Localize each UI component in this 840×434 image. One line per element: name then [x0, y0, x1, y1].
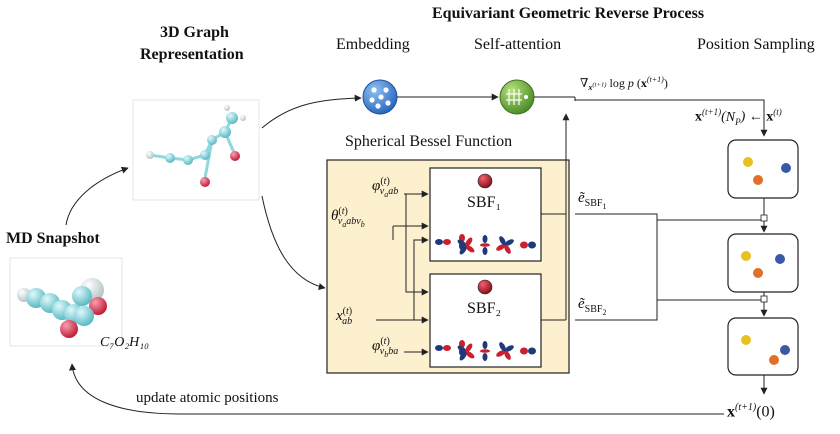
sbf2-orbitals [435, 340, 536, 361]
sample-box-3 [727, 317, 799, 376]
position-sampling-label: Position Sampling [697, 36, 815, 53]
embedding-label: Embedding [336, 36, 410, 53]
x-ab: x(t)ab [336, 306, 353, 327]
flow-arrows [65, 93, 768, 415]
sbf1-label: SBF₁ [467, 194, 502, 211]
phi-va-ab: φ(t)vaab [372, 176, 399, 199]
sbf-input-arrows [376, 190, 429, 356]
molecule-formula: C₇O₂H₁₀ [100, 335, 150, 350]
embedding-node [362, 79, 398, 115]
sbf1-red-sphere [477, 173, 493, 189]
sample-box-1 [727, 139, 799, 199]
sbf1-orbitals [435, 234, 536, 255]
junction-marker-1 [760, 214, 768, 222]
score-gradient: ∇x(t+1) log p (x(t+1)) [580, 75, 668, 93]
theta-va-ab-vb: θ(t)vaabvb [331, 206, 365, 229]
graph-molecule [146, 105, 246, 187]
position-update-rule: x(t+1)(NP) ← x(t) [695, 107, 782, 127]
sample-box-2 [727, 233, 799, 293]
e-sbf2: ẽSBF2 [578, 296, 607, 317]
graph-image-frame [132, 99, 260, 201]
sbf-output-lines [541, 113, 570, 321]
sbf2-red-sphere [477, 279, 493, 295]
md-snapshot-label: MD Snapshot [6, 230, 100, 247]
final-position: x(t+1)(0) [727, 402, 775, 421]
self-attention-label: Self-attention [474, 36, 562, 53]
sbf2-label: SBF₂ [467, 300, 502, 317]
md-molecule [17, 278, 107, 338]
bessel-label: Spherical Bessel Function [345, 133, 513, 150]
graph-title-line2: Representation [140, 46, 244, 63]
e-sbf1: ẽSBF1 [578, 190, 607, 211]
update-label: update atomic positions [136, 390, 279, 406]
phi-vb-ba: φ(t)vbba [372, 336, 399, 359]
process-title: Equivariant Geometric Reverse Process [432, 5, 705, 22]
graph-title-line1: 3D Graph [160, 24, 229, 41]
self-attention-node [499, 79, 535, 115]
junction-marker-2 [760, 295, 768, 303]
